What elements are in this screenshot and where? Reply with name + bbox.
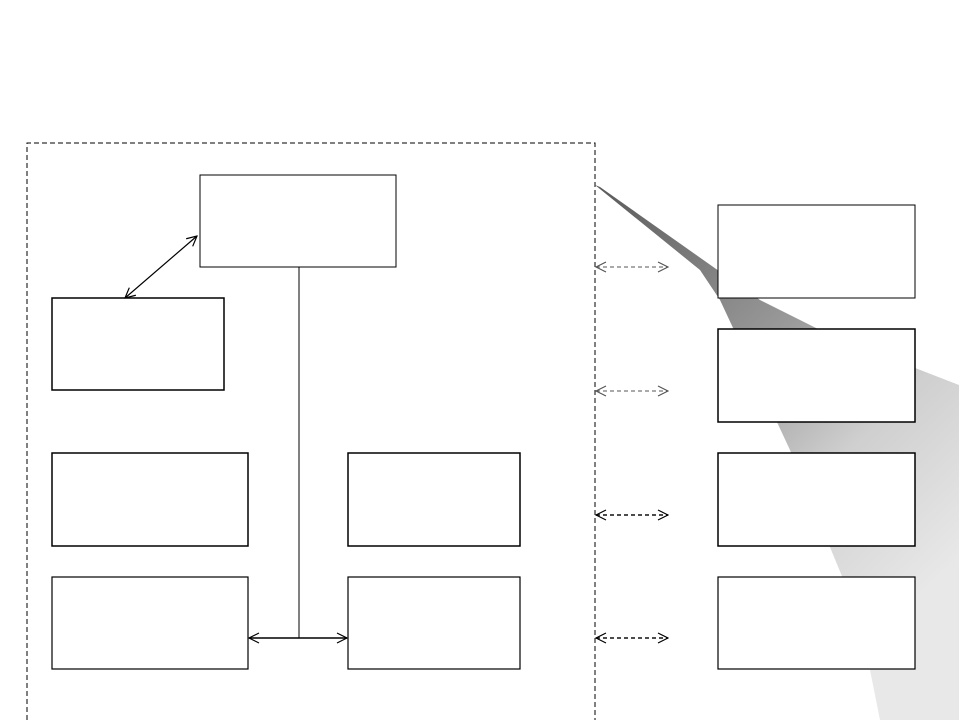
dashed-boundary xyxy=(26,142,596,720)
lower-center-box xyxy=(347,452,521,547)
right-box-4 xyxy=(717,576,916,670)
right-box-1 xyxy=(717,204,916,299)
right-box-3 xyxy=(717,452,916,547)
left-middle-box xyxy=(51,297,225,391)
top-box xyxy=(199,174,397,268)
lower-left-box xyxy=(51,452,249,547)
right-box-2 xyxy=(717,328,916,423)
diagonal-double-arrow xyxy=(125,236,197,298)
bottom-left-box xyxy=(51,576,249,670)
bottom-center-box xyxy=(347,576,521,670)
